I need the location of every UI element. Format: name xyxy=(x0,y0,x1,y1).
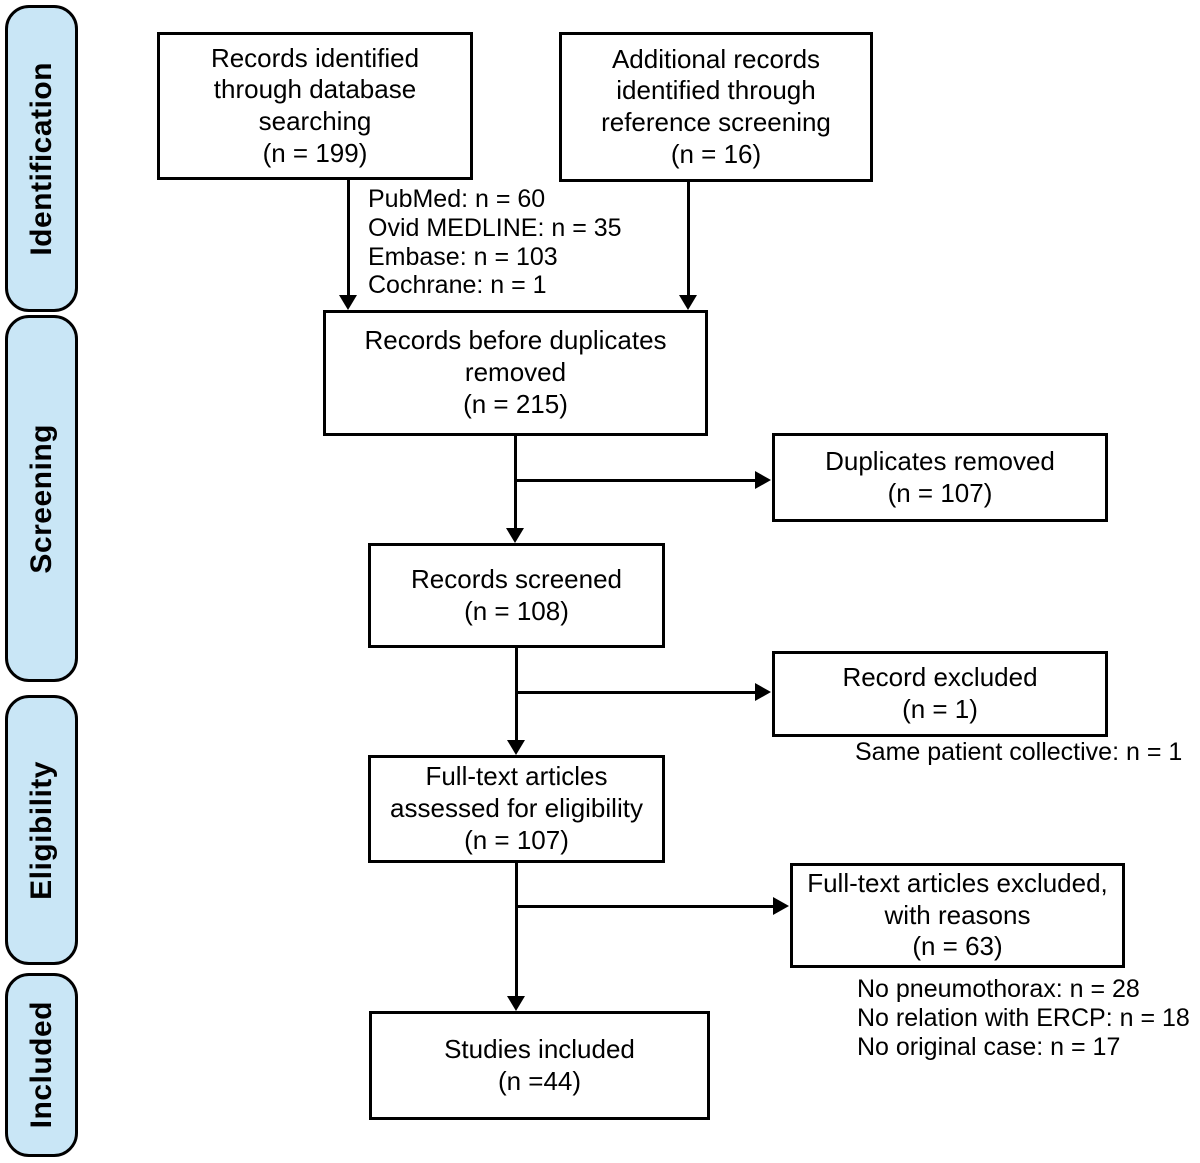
annotation-database-breakdown: PubMed: n = 60 Ovid MEDLINE: n = 35 Emba… xyxy=(368,185,622,300)
arrowhead-right-icon xyxy=(773,897,789,915)
connector-screened-to-fulltext-line xyxy=(515,648,518,741)
stage-pill-included: Included xyxy=(5,973,78,1157)
stage-label-included: Included xyxy=(24,1001,58,1129)
arrowhead-down-icon xyxy=(339,295,357,310)
stage-label-screening: Screening xyxy=(24,423,58,574)
connector-branch-duplicates-removed-line xyxy=(514,479,755,482)
box-records-identified: Records identified through database sear… xyxy=(157,32,473,180)
connector-branch-fulltext-excluded-line xyxy=(515,905,773,908)
arrowhead-right-icon xyxy=(755,471,771,489)
arrowhead-down-icon xyxy=(679,295,697,310)
connector-branch-record-excluded-line xyxy=(515,691,755,694)
box-fulltext-excluded: Full-text articles excluded, with reason… xyxy=(790,863,1125,968)
stage-pill-eligibility: Eligibility xyxy=(5,695,78,965)
annotation-record-excluded-reason: Same patient collective: n = 1 xyxy=(855,738,1183,766)
box-fulltext-assessed: Full-text articles assessed for eligibil… xyxy=(368,755,665,863)
stage-label-identification: Identification xyxy=(24,61,58,256)
box-records-before-duplicates: Records before duplicates removed (n = 2… xyxy=(323,310,708,436)
box-duplicates-removed: Duplicates removed (n = 107) xyxy=(772,433,1108,522)
box-records-screened: Records screened (n = 108) xyxy=(368,543,665,648)
arrowhead-down-icon xyxy=(506,528,524,543)
arrowhead-down-icon xyxy=(507,996,525,1011)
arrowhead-right-icon xyxy=(755,683,771,701)
annotation-fulltext-excluded-reasons: No pneumothorax: n = 28 No relation with… xyxy=(857,975,1190,1061)
box-record-excluded: Record excluded (n = 1) xyxy=(772,651,1108,737)
connector-dedupe-to-screened-line xyxy=(514,436,517,529)
connector-fulltext-to-included-line xyxy=(515,863,518,997)
connector-additional-to-dedupe-line xyxy=(687,182,690,297)
box-additional-records: Additional records identified through re… xyxy=(559,32,873,182)
stage-label-eligibility: Eligibility xyxy=(24,760,58,900)
connector-identified-to-dedupe-line xyxy=(347,180,350,297)
stage-pill-screening: Screening xyxy=(5,315,78,682)
stage-pill-identification: Identification xyxy=(5,5,78,312)
box-studies-included: Studies included (n =44) xyxy=(369,1011,710,1120)
arrowhead-down-icon xyxy=(507,740,525,755)
